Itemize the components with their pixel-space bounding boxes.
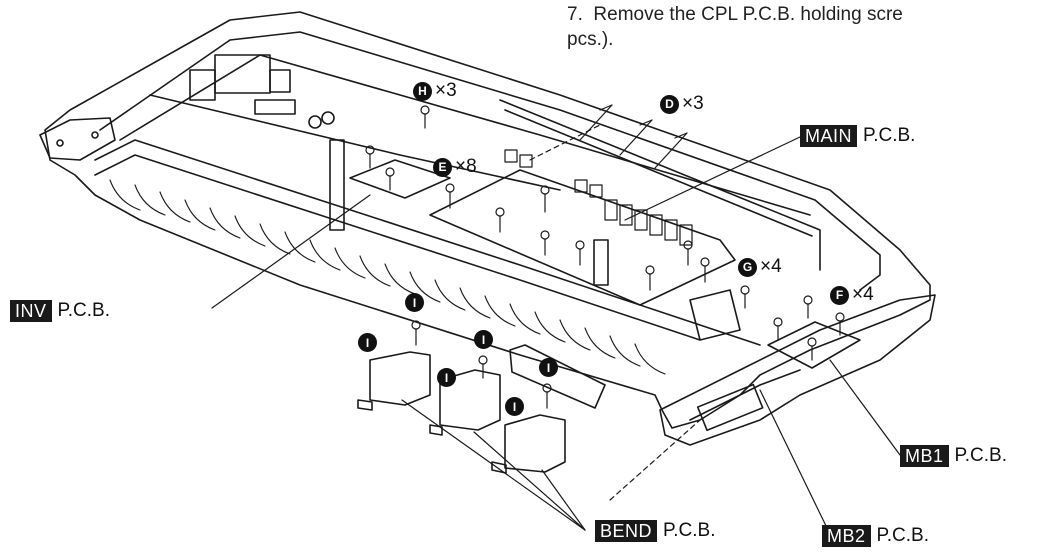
main-pcb-suffix: P.C.B. [863, 125, 916, 146]
screw-g-marker-icon: G [738, 257, 757, 277]
power-supply-box [214, 54, 271, 94]
mb2-pcb [689, 289, 741, 341]
main-pcb-tag: MAIN [800, 125, 857, 147]
main-pcb-callout: MAIN P.C.B. [800, 125, 915, 147]
screw-i-badge-5: I [539, 358, 558, 377]
inv-pcb [349, 159, 451, 199]
mb1-pcb-callout: MB1 P.C.B. [900, 445, 1007, 467]
instruction-step: 7. Remove the CPL P.C.B. holding scre pc… [567, 4, 903, 50]
bend-pcb-callout: BEND P.C.B. [595, 520, 715, 542]
chassis-inner-rim [99, 31, 881, 291]
screw-h-qty: ×3 [435, 80, 457, 101]
screw-f-qty: ×4 [852, 284, 874, 305]
screw-i-marker-icon: I [437, 368, 456, 387]
screw-i-badge-2: I [358, 333, 377, 352]
mb1-pcb-tag: MB1 [900, 445, 949, 467]
screw-h-marker-icon: H [413, 81, 432, 101]
screw-i-marker-icon: I [474, 330, 493, 349]
screw-i-marker-icon: I [358, 333, 377, 352]
chassis-outline [44, 11, 931, 429]
screw-e-badge: E ×8 [433, 156, 477, 178]
screw-i-marker-icon: I [539, 358, 558, 377]
screw-g-qty: ×4 [760, 256, 782, 277]
bend-pcb-suffix: P.C.B. [663, 520, 716, 541]
bend-modules [357, 351, 566, 474]
mb2-pcb-suffix: P.C.B. [876, 525, 929, 546]
screw-i-badge-3: I [474, 330, 493, 349]
screw-e-marker-icon: E [433, 157, 452, 177]
screw-f-badge: F ×4 [830, 284, 874, 306]
screw-i-badge-4: I [437, 368, 456, 387]
main-pcb [429, 169, 736, 306]
bend-pcb-tag: BEND [595, 520, 658, 542]
right-end-cap [659, 294, 936, 446]
mb1-pcb [767, 321, 861, 369]
mb1-pcb-suffix: P.C.B. [954, 445, 1007, 466]
screw-d-badge: D ×3 [660, 93, 704, 115]
mb2-pcb-callout: MB2 P.C.B. [822, 525, 929, 547]
screw-f-marker-icon: F [830, 285, 849, 305]
screw-i-badge-1: I [405, 293, 424, 312]
inv-pcb-suffix: P.C.B. [57, 300, 110, 321]
inv-pcb-tag: INV [10, 300, 52, 322]
screw-d-marker-icon: D [660, 94, 679, 114]
screw-h-badge: H ×3 [413, 80, 457, 102]
screw-i-marker-icon: I [405, 293, 424, 312]
inv-pcb-callout: INV P.C.B. [10, 300, 110, 322]
screw-i-badge-6: I [505, 397, 524, 416]
screw-i-marker-icon: I [505, 397, 524, 416]
screw-e-qty: ×8 [455, 156, 477, 177]
screw-d-qty: ×3 [682, 93, 704, 114]
mb2-pcb-tag: MB2 [822, 525, 871, 547]
screw-g-badge: G ×4 [738, 256, 782, 278]
